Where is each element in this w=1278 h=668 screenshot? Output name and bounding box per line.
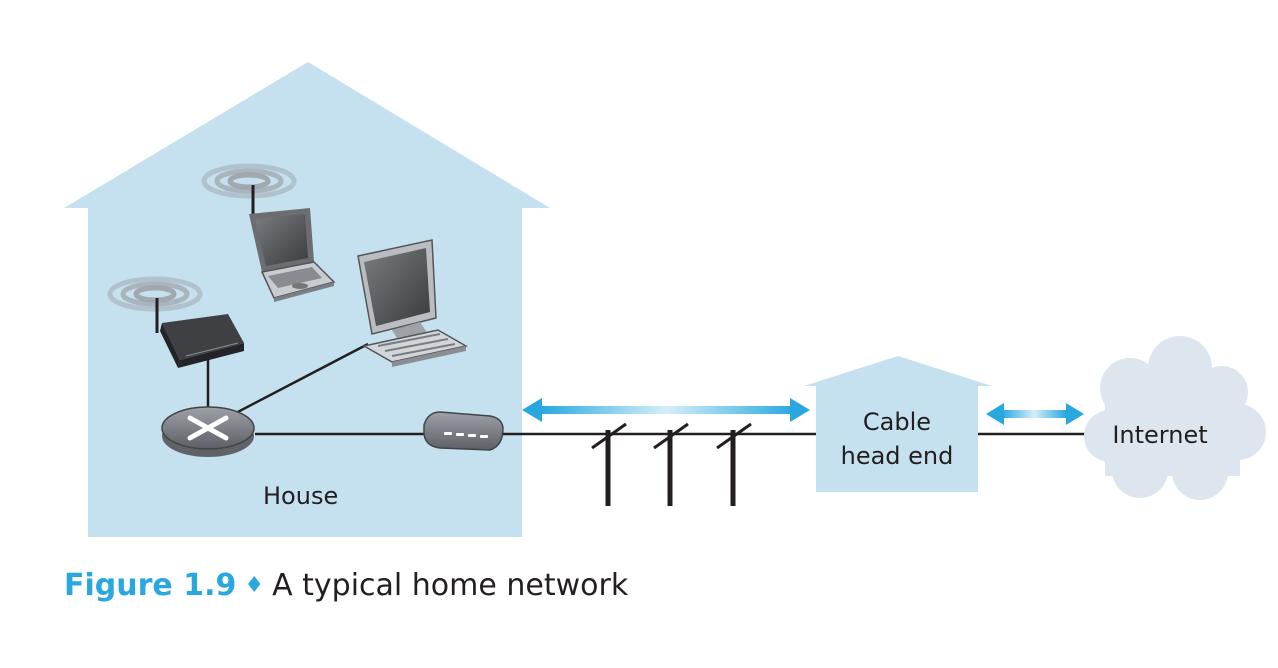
internet-double-arrow	[986, 403, 1084, 425]
house-label: House	[263, 482, 338, 510]
utility-poles	[591, 422, 752, 506]
figure-caption: Figure 1.9 ♦ A typical home network	[64, 568, 628, 603]
laptop-icon	[249, 185, 336, 302]
cable-head-end-building	[804, 356, 992, 492]
router-signal-icon	[107, 276, 203, 312]
router-icon	[161, 406, 255, 457]
internet-label: Internet	[1112, 421, 1207, 449]
figure-number: Figure 1.9	[64, 568, 237, 603]
house-shape	[64, 62, 550, 537]
laptop-signal-icon	[201, 163, 297, 199]
desktop-computer-icon	[357, 239, 469, 367]
figure-title: A typical home network	[272, 568, 629, 603]
internet-cloud-icon	[1084, 336, 1266, 500]
head-end-label-line2: head end	[841, 442, 954, 470]
caption-separator-icon: ♦	[244, 573, 265, 598]
cable-modem-icon	[423, 411, 504, 451]
home-links	[206, 342, 425, 436]
cable-double-arrow	[522, 398, 810, 422]
wireless-access-point-icon	[155, 298, 244, 368]
head-end-label-line1: Cable	[863, 408, 931, 436]
